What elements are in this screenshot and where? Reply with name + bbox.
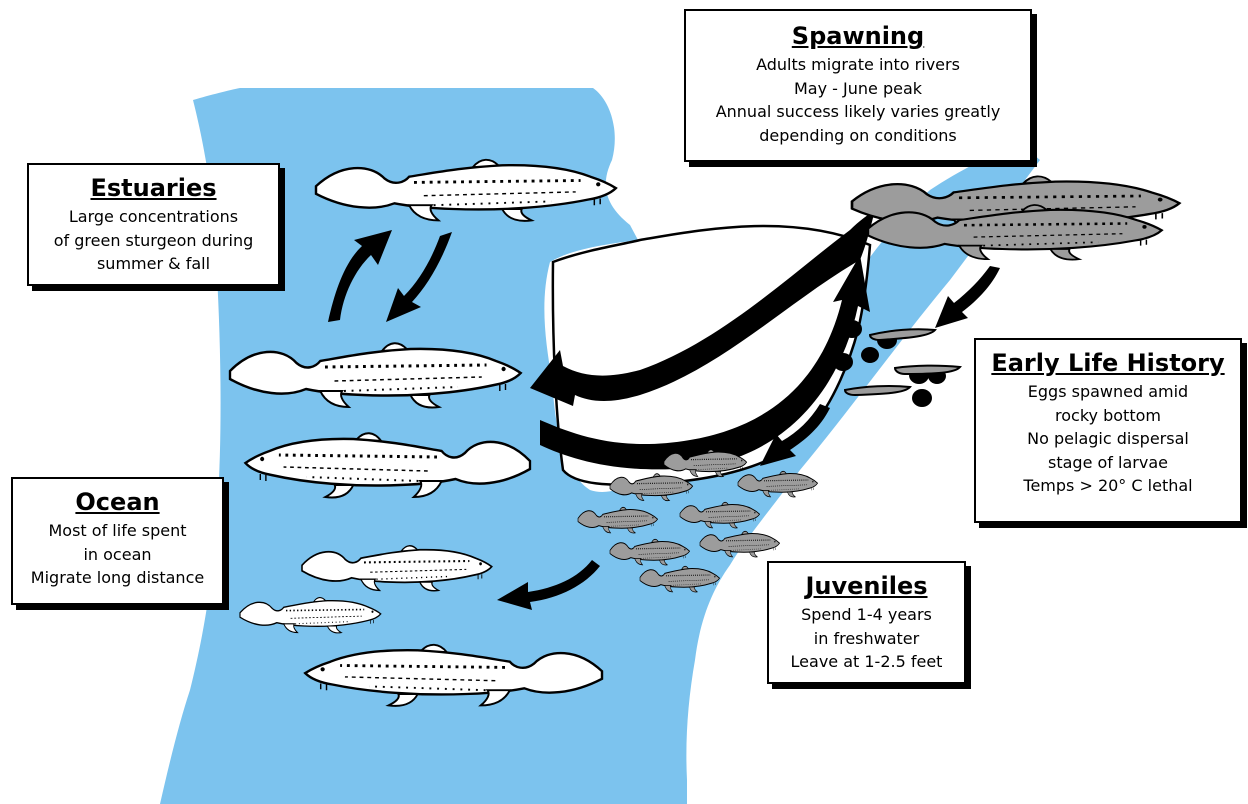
juveniles-line: Leave at 1-2.5 feet: [769, 650, 964, 674]
early-life-line: Eggs spawned amid: [976, 380, 1240, 404]
early-life-line: Temps > 20° C lethal: [976, 474, 1240, 498]
estuaries-title: Estuaries: [29, 173, 278, 203]
juveniles-title: Juveniles: [769, 571, 964, 601]
early-life-line: No pelagic dispersal: [976, 427, 1240, 451]
ocean-line: in ocean: [13, 543, 222, 567]
ocean-line: Most of life spent: [13, 519, 222, 543]
early-life-line: rocky bottom: [976, 404, 1240, 428]
juveniles-line: in freshwater: [769, 627, 964, 651]
spawning-line: Annual success likely varies greatly: [686, 100, 1030, 124]
early-life-history-box: Early Life History Eggs spawned amid roc…: [974, 338, 1242, 523]
ocean-title: Ocean: [13, 487, 222, 517]
estuaries-box: Estuaries Large concentrations of green …: [27, 163, 280, 286]
early-life-line: stage of larvae: [976, 451, 1240, 475]
ocean-box: Ocean Most of life spent in ocean Migrat…: [11, 477, 224, 605]
estuaries-line: Large concentrations: [29, 205, 278, 229]
estuaries-line: of green sturgeon during: [29, 229, 278, 253]
spawning-line: depending on conditions: [686, 124, 1030, 148]
spawning-title: Spawning: [686, 21, 1030, 51]
ocean-line: Migrate long distance: [13, 566, 222, 590]
juveniles-box: Juveniles Spend 1-4 years in freshwater …: [767, 561, 966, 684]
juveniles-line: Spend 1-4 years: [769, 603, 964, 627]
estuaries-line: summer & fall: [29, 252, 278, 276]
spawning-box: Spawning Adults migrate into rivers May …: [684, 9, 1032, 162]
spawning-line: Adults migrate into rivers: [686, 53, 1030, 77]
early-life-title: Early Life History: [976, 348, 1240, 378]
spawning-line: May - June peak: [686, 77, 1030, 101]
